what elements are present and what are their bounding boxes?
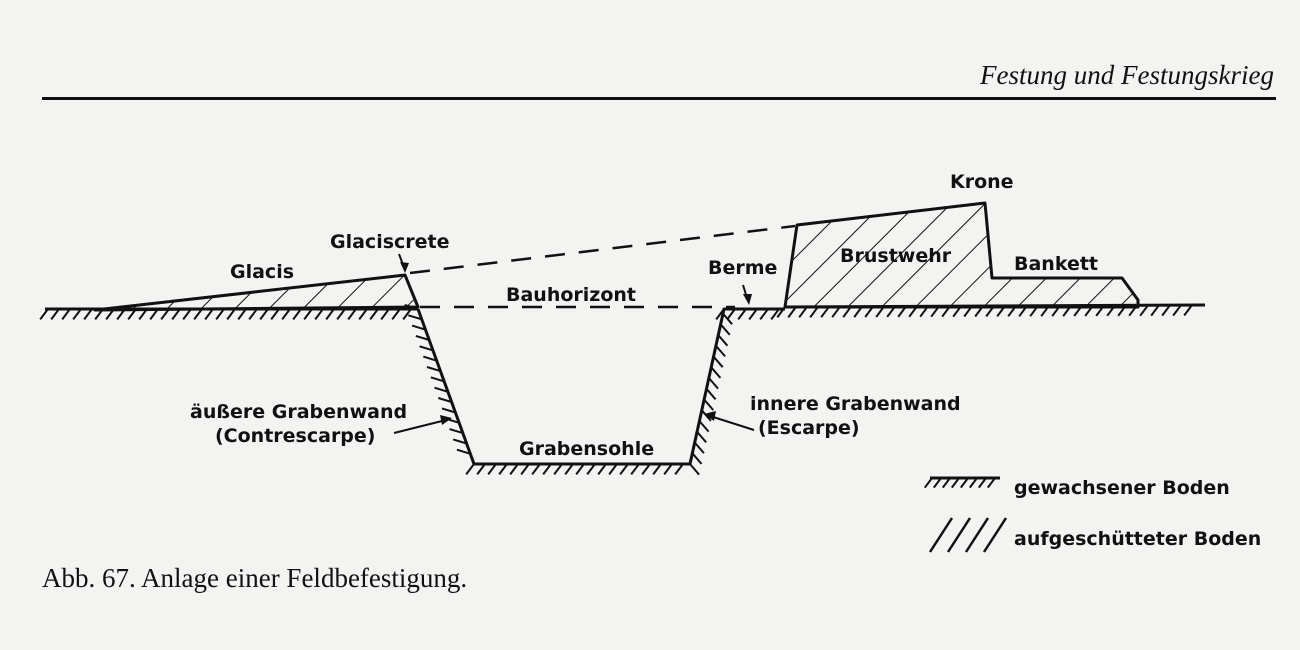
legend-natural-ground-label: gewachsener Boden — [1014, 477, 1230, 499]
contrescarpe-arrow — [393, 419, 447, 434]
label-berme: Berme — [708, 257, 777, 279]
label-escarpe: (Escarpe) — [758, 417, 860, 439]
label-outer-ditch-wall: äußere Grabenwand — [190, 401, 407, 423]
escarpe-arrowhead — [704, 411, 716, 421]
figure-caption: Abb. 67. Anlage einer Feldbefestigung. — [42, 563, 468, 593]
header-rule — [42, 97, 1276, 100]
contrescarpe-arrowhead — [440, 415, 452, 425]
glacis-crest-line — [409, 224, 796, 275]
legend-natural-ground-swatch — [923, 477, 996, 489]
legend-filled-ground-label: aufgeschütteter Boden — [1014, 528, 1261, 550]
label-glaciscrete: Glaciscrete — [330, 231, 450, 253]
label-glacis: Glacis — [230, 261, 294, 283]
ground-line-right — [784, 303, 1206, 309]
glaciscrete-arrowhead — [400, 262, 409, 273]
label-brustwehr: Brustwehr — [840, 245, 952, 267]
label-krone: Krone — [950, 171, 1014, 193]
label-bankett: Bankett — [1014, 253, 1098, 275]
escarpe-arrow — [709, 415, 755, 431]
berme-arrowhead — [743, 294, 752, 305]
legend: gewachsener Boden aufgeschütteter Boden — [923, 476, 1261, 553]
ditch-profile — [416, 307, 785, 466]
running-title: Festung und Festungskrieg — [980, 60, 1274, 90]
natural-ground-hatching — [39, 303, 1193, 476]
label-bauhorizont: Bauhorizont — [506, 284, 636, 306]
label-inner-ditch-wall: innere Grabenwand — [750, 393, 961, 415]
label-grabensohle: Grabensohle — [519, 438, 654, 460]
legend-filled-ground-swatch — [928, 517, 1008, 553]
label-contrescarpe: (Contrescarpe) — [215, 425, 375, 447]
